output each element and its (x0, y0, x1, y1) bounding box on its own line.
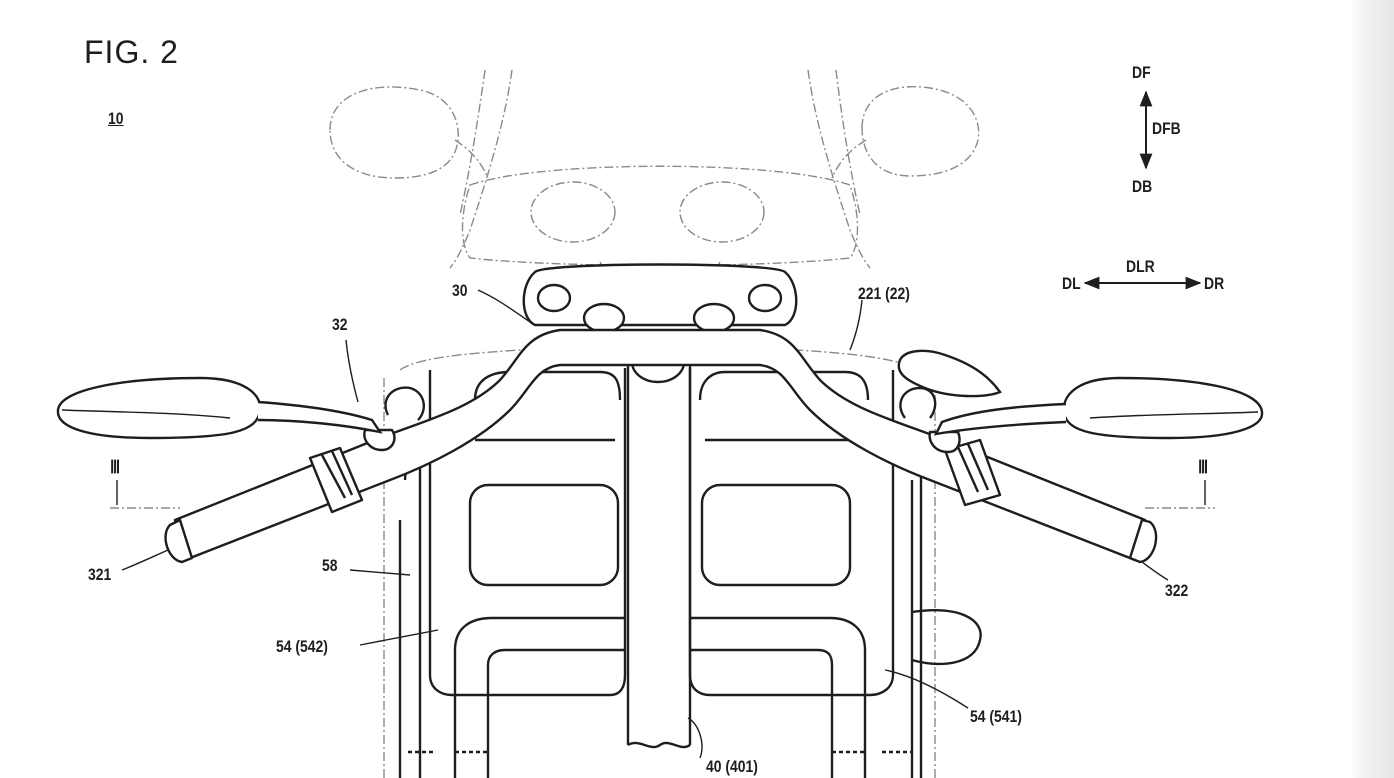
steering-stem (626, 360, 692, 749)
label-grip-right: 322 (1165, 581, 1189, 600)
section-mark-right: Ⅲ (1198, 457, 1209, 477)
dir-left: DL (1062, 274, 1081, 293)
lower-frame (408, 616, 912, 778)
label-handlebar: 32 (332, 315, 348, 334)
label-cover: 221 (22) (858, 284, 910, 303)
ref-main: 10 (108, 109, 124, 128)
page-edge-shadow (1350, 0, 1394, 778)
figure-title: FIG. 2 (84, 34, 179, 70)
leader-lines (116, 289, 1206, 759)
label-battery-left: 54 (542) (276, 637, 328, 656)
label-grip-left: 321 (88, 565, 112, 584)
dir-front: DF (1132, 63, 1151, 82)
handlebar-holder (522, 263, 798, 384)
dir-left-right: DLR (1126, 257, 1155, 276)
label-steering-stem: 40 (401) (706, 757, 758, 776)
label-battery-right: 54 (541) (970, 707, 1022, 726)
label-handlebar-holder: 30 (452, 281, 468, 300)
handlebar (164, 328, 1158, 564)
dir-back: DB (1132, 177, 1153, 196)
phantom-cowl (110, 69, 1215, 778)
section-mark-left: Ⅲ (110, 457, 121, 477)
mirrors (56, 349, 1264, 440)
dir-front-back: DFB (1152, 119, 1181, 138)
direction-arrows (1083, 90, 1202, 290)
label-frame-58: 58 (322, 556, 338, 575)
dir-right: DR (1204, 274, 1225, 293)
